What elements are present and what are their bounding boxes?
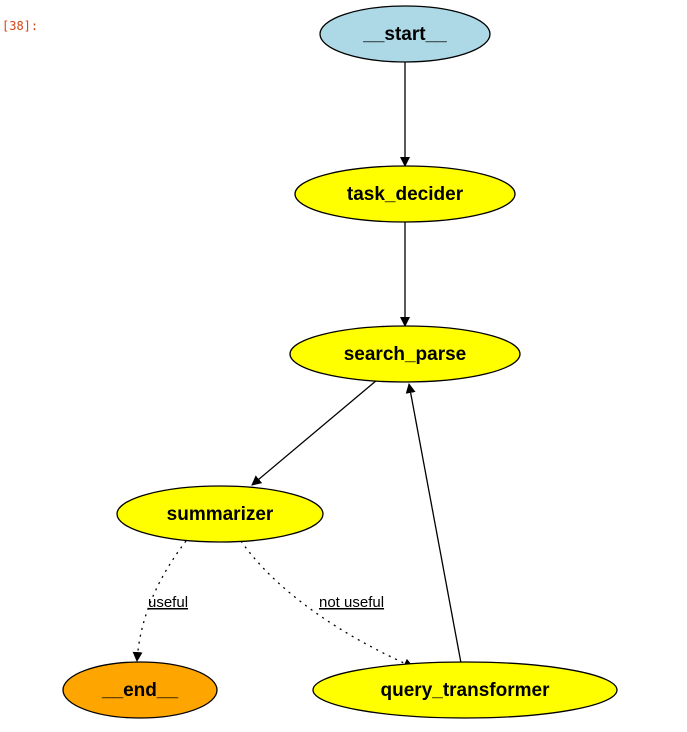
node-start[interactable]: __start__ <box>319 5 491 63</box>
node-summarizer[interactable]: summarizer <box>116 485 324 543</box>
node-end[interactable]: __end__ <box>62 661 218 719</box>
edge-label-useful: useful <box>148 594 188 611</box>
edge-query-transformer-search-parse <box>405 383 462 664</box>
node-task-decider[interactable]: task_decider <box>294 165 516 223</box>
node-summarizer-label: summarizer <box>167 504 274 525</box>
edge-search-parse-summarizer <box>251 379 378 486</box>
node-task-decider-shape <box>294 165 516 223</box>
node-query-transformer-label: query_transformer <box>381 680 551 701</box>
node-search-parse[interactable]: search_parse <box>289 325 521 383</box>
edge-label-not-useful: not useful <box>319 594 384 611</box>
node-start-label: __start__ <box>362 24 447 45</box>
cell-prompt: [38]: <box>2 19 39 33</box>
node-end-label: __end__ <box>101 680 178 701</box>
node-summarizer-shape <box>116 485 324 543</box>
edge-summarizer-end <box>132 540 187 662</box>
node-start-shape <box>319 5 491 63</box>
node-end-shape <box>62 661 218 719</box>
node-task-decider-label: task_decider <box>347 184 464 205</box>
node-search-parse-shape <box>289 325 521 383</box>
node-query-transformer-shape <box>312 661 618 719</box>
node-search-parse-label: search_parse <box>344 344 467 365</box>
node-query-transformer[interactable]: query_transformer <box>312 661 618 719</box>
edge-summarizer-query-transformer <box>240 540 414 668</box>
